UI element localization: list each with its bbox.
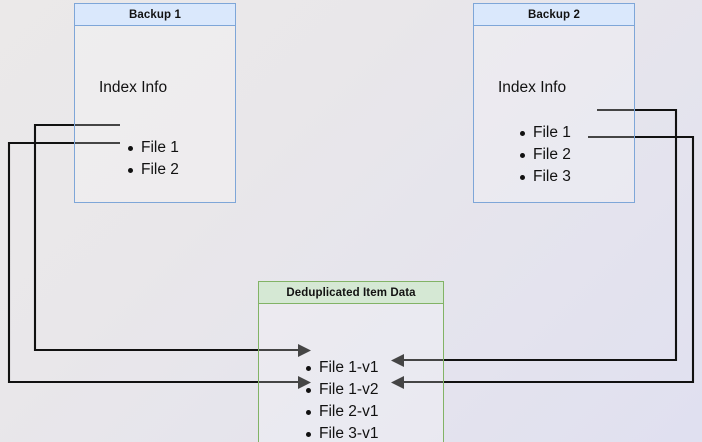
backup1-body: Index Info File 1 File 2 [75, 26, 235, 202]
dedup-item[interactable]: File 1-v2 [305, 379, 378, 401]
backup1-index-label: Index Info [99, 79, 168, 96]
backup1-title: Backup 1 [75, 4, 235, 26]
backup2-box[interactable]: Backup 2 Index Info File 1 File 2 File 3 [473, 3, 635, 203]
dedup-item[interactable]: File 1-v1 [305, 357, 378, 379]
dedup-title: Deduplicated Item Data [259, 282, 443, 304]
dedup-body: File 1-v1 File 1-v2 File 2-v1 File 3-v1 [259, 304, 443, 442]
backup2-index-label: Index Info [498, 79, 567, 96]
dedup-box[interactable]: Deduplicated Item Data File 1-v1 File 1-… [258, 281, 444, 442]
dedup-item[interactable]: File 3-v1 [305, 423, 378, 442]
dedup-item[interactable]: File 2-v1 [305, 401, 378, 423]
backup2-file-item[interactable]: File 2 [519, 144, 571, 166]
backup2-body: Index Info File 1 File 2 File 3 [474, 26, 634, 202]
backup2-file-list: File 1 File 2 File 3 [519, 122, 571, 188]
backup1-file-item[interactable]: File 1 [127, 137, 179, 159]
backup2-title: Backup 2 [474, 4, 634, 26]
backup2-file-item[interactable]: File 3 [519, 166, 571, 188]
backup2-file-item[interactable]: File 1 [519, 122, 571, 144]
backup1-file-item[interactable]: File 2 [127, 159, 179, 181]
backup1-box[interactable]: Backup 1 Index Info File 1 File 2 [74, 3, 236, 203]
backup1-file-list: File 1 File 2 [127, 137, 179, 181]
dedup-item-list: File 1-v1 File 1-v2 File 2-v1 File 3-v1 [305, 357, 378, 442]
